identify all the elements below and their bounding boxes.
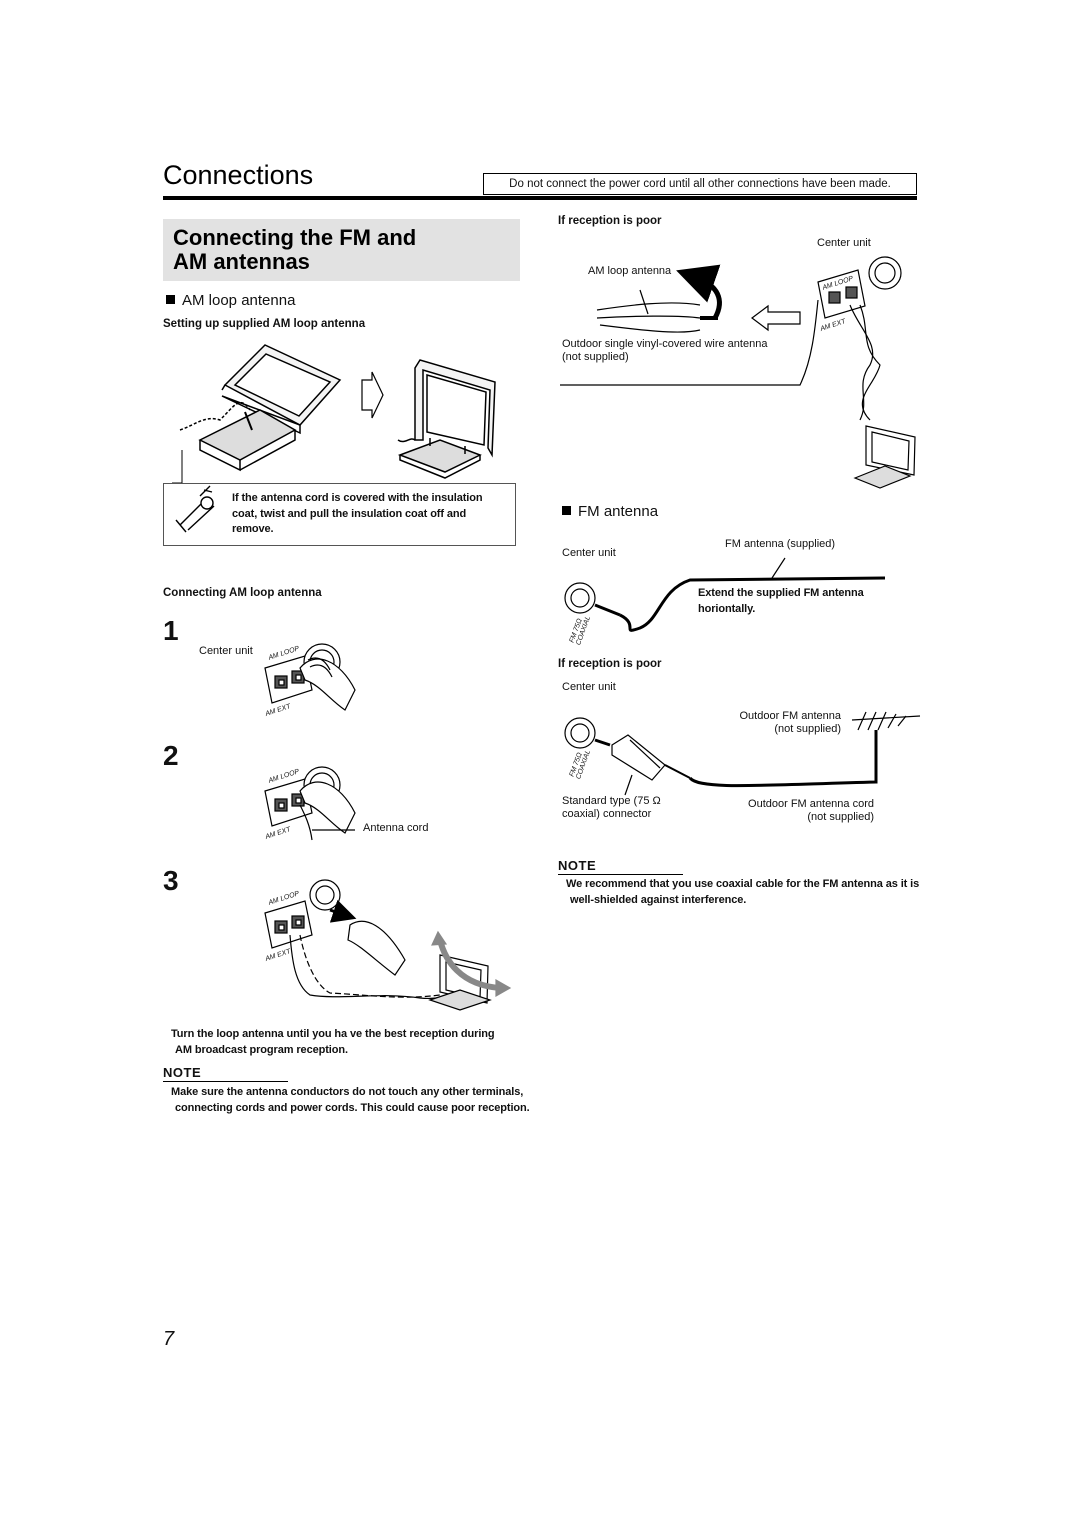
fm-poor-center-unit: Center unit [562,681,616,693]
fm-supplied-illustration [564,557,886,632]
fm-outdoor-cord-label: Outdoor FM antenna cord (not supplied) [748,798,874,823]
am-loop-heading: AM loop antenna [166,292,295,309]
fm-outdoor-antenna-label: Outdoor FM antenna (not supplied) [739,710,841,735]
power-cord-notice: Do not connect the power cord until all … [483,173,917,195]
section-title: Connecting the FM and AM antennas [173,226,416,274]
am-note-label: NOTE [163,1065,202,1080]
fm-antenna-heading: FM antenna [562,503,658,520]
twist-wire-illustration [175,485,215,533]
antenna-cord-label: Antenna cord [363,822,429,834]
fm-note-label: NOTE [558,858,597,873]
insulation-warning-box [163,483,516,546]
am-terminal-step2 [264,766,356,841]
am-note-rule [163,1081,288,1082]
section-title-line2: AM antennas [173,249,310,274]
fm-note-rule [558,874,683,875]
am-terminal-step3 [264,879,512,1011]
page-number: 7 [163,1328,175,1350]
section-title-line1: Connecting the FM and [173,225,417,250]
setup-arrow [361,371,384,419]
insulation-warning: If the antenna cord is covered with the … [232,492,483,535]
am-poor-center-unit: Center unit [817,237,871,249]
page-title: Connections [163,160,314,190]
turn-loop-instruction: Turn the loop antenna until you ha ve th… [171,1028,495,1056]
fm-poor-illustration [564,711,921,796]
am-loop-standing-illustration [397,359,496,479]
am-loop-folded-illustration [179,344,342,472]
am-note-text: Make sure the antenna conductors do not … [171,1086,530,1114]
am-poor-heading: If reception is poor [558,215,662,227]
bullet-square-icon [166,295,175,304]
connect-am-heading: Connecting AM loop antenna [163,587,322,599]
header-rule [163,196,917,200]
fm-center-unit: Center unit [562,547,616,559]
section-title-box [163,219,520,281]
am-poor-loop-label: AM loop antenna [588,265,672,277]
am-poor-illustration [560,256,916,489]
am-poor-outdoor-label: Outdoor single vinyl-covered wire antenn… [562,338,768,363]
bullet-square-icon [562,506,571,515]
center-unit-label: Center unit [199,645,253,657]
am-terminal-step1 [264,643,356,711]
fm-poor-heading: If reception is poor [558,658,662,670]
setup-heading: Setting up supplied AM loop antenna [163,318,366,330]
fm-note-text: We recommend that you use coaxial cable … [566,878,920,906]
fm-standard-connector-label: Standard type (75 Ω coaxial) connector [562,795,661,820]
step-number-3: 3 [163,865,179,896]
fm-extend-instruction: Extend the supplied FM antenna horiontal… [698,587,864,615]
step-number-1: 1 [163,615,179,646]
step-number-2: 2 [163,740,179,771]
fm-supplied-label: FM antenna (supplied) [725,538,836,550]
